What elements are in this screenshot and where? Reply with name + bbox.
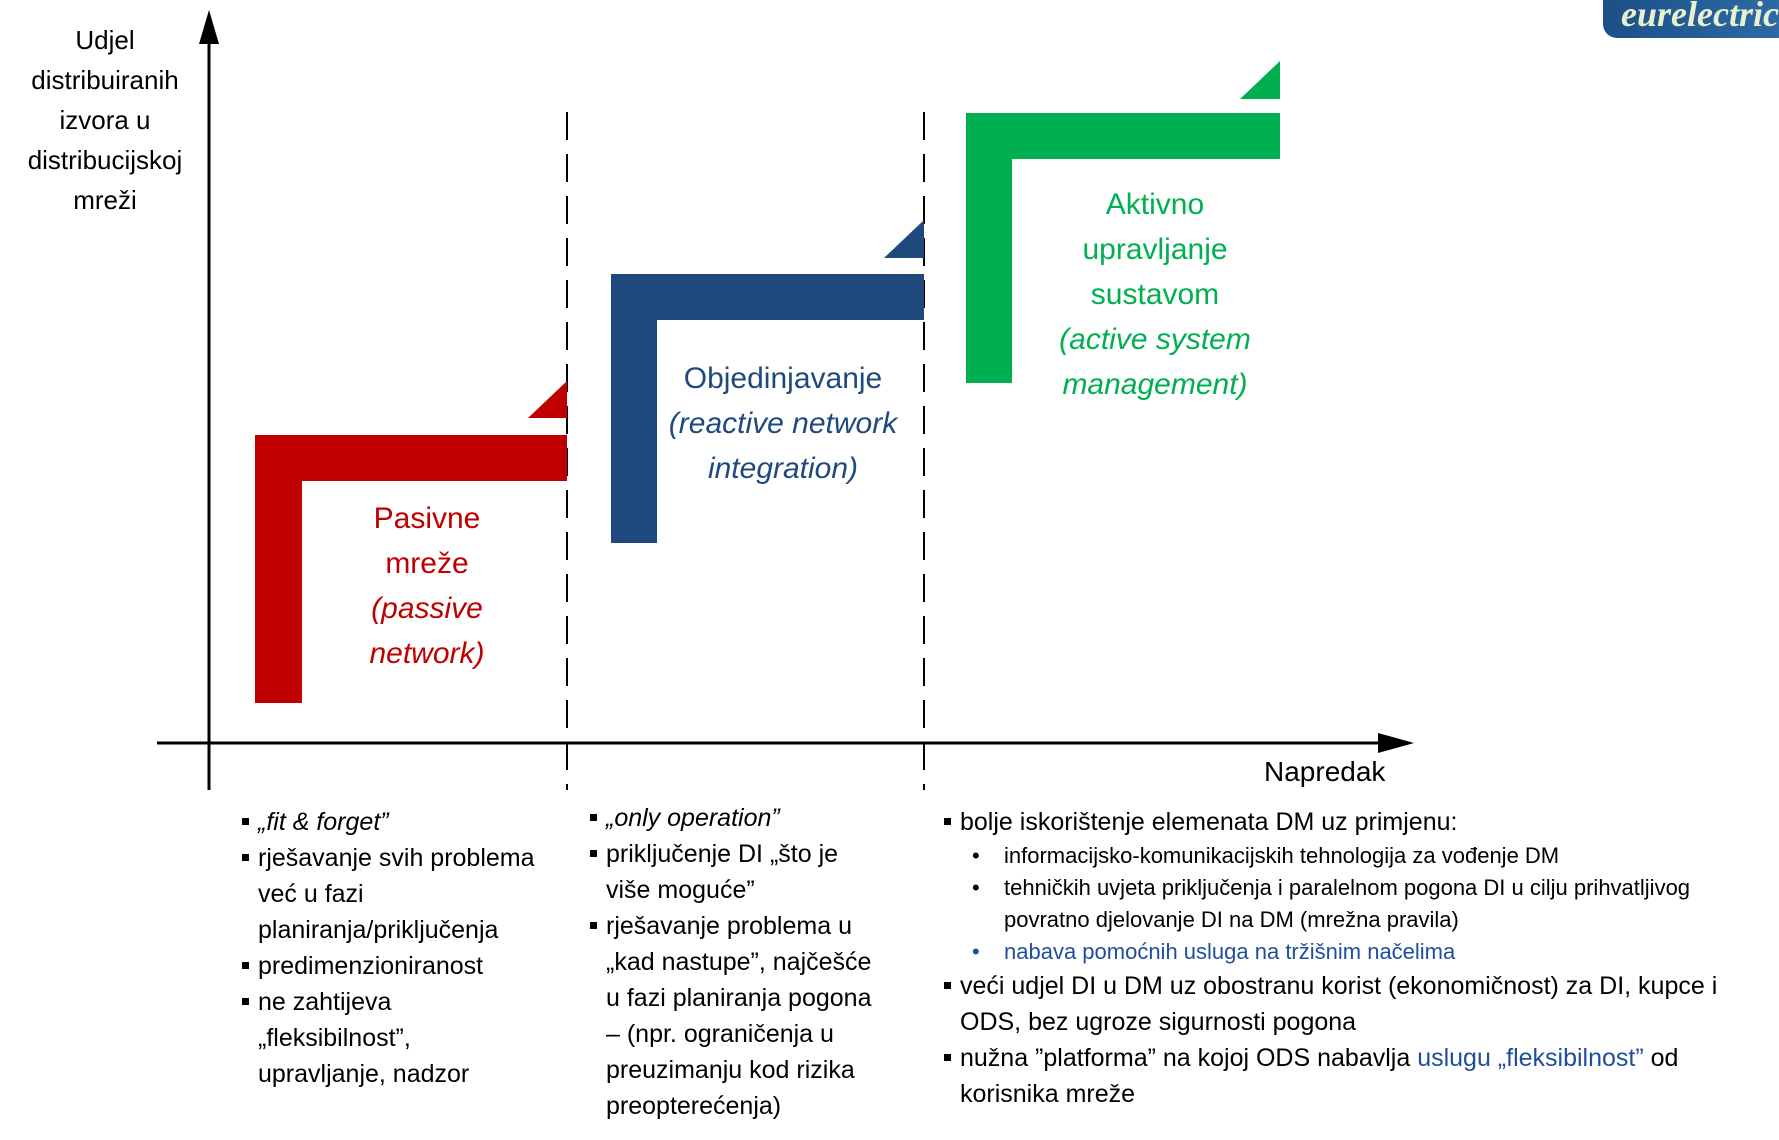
text-segment: od bbox=[1643, 1044, 1679, 1072]
list-item: predimenzioniranost bbox=[240, 948, 560, 984]
y-axis-label-line: mreži bbox=[73, 185, 137, 215]
reactive-stage-triangle bbox=[884, 220, 924, 258]
stage-name: Aktivno bbox=[1105, 188, 1205, 221]
stage-english-name: (active system bbox=[1059, 323, 1251, 356]
list-item-line: više moguće” bbox=[606, 876, 755, 904]
stage-english-name: (reactive network bbox=[668, 407, 898, 440]
stage-name: upravljanje bbox=[1082, 233, 1228, 266]
list-item-line: nužna ”platforma” na kojoj ODS nabavlja … bbox=[960, 1040, 1772, 1076]
stage-name: mreže bbox=[385, 547, 469, 580]
active-stage-label: Aktivno upravljanje sustavom (active sys… bbox=[1030, 182, 1280, 407]
reactive-column: „only operation” priključenje DI „što je… bbox=[588, 800, 908, 1124]
list-item: „fit & forget” bbox=[240, 804, 560, 840]
passive-stage-triangle bbox=[528, 381, 567, 418]
y-axis-label-line: distribuiranih bbox=[31, 65, 179, 95]
list-item-line: već u fazi bbox=[258, 880, 364, 908]
stage-name: sustavom bbox=[1090, 278, 1220, 311]
list-item-line: „fleksibilnost”, bbox=[258, 1024, 411, 1052]
reactive-stage-shape bbox=[611, 274, 924, 543]
stage-english-name: network) bbox=[369, 637, 485, 670]
list-item-line: preuzimanju kod rizika bbox=[606, 1056, 855, 1084]
y-axis-label-line: Udjel bbox=[75, 25, 135, 55]
y-axis-label: Udjel distribuiranih izvora u distribuci… bbox=[0, 20, 210, 220]
text-segment: nužna ”platforma” na kojoj ODS nabavlja bbox=[960, 1044, 1418, 1072]
list-item-line: bolje iskorištenje elemenata DM uz primj… bbox=[960, 808, 1458, 836]
list-item-line: ne zahtijeva bbox=[258, 988, 392, 1016]
active-stage-triangle bbox=[1240, 61, 1280, 99]
list-item-line: ODS, bez ugroze sigurnosti pogona bbox=[960, 1008, 1357, 1036]
list-item-line: – (npr. ograničenja u bbox=[606, 1020, 834, 1048]
highlighted-text: uslugu „fleksibilnost” bbox=[1417, 1044, 1644, 1072]
list-item: rješavanje problema u „kad nastupe”, naj… bbox=[588, 908, 908, 1124]
sub-list-item-line: tehničkih uvjeta priključenja i paraleln… bbox=[1004, 875, 1691, 900]
reactive-stage-label: Objedinjavanje (reactive network integra… bbox=[658, 356, 908, 491]
list-item-line: rješavanje problema u bbox=[606, 912, 852, 940]
y-axis-label-line: izvora u bbox=[59, 105, 151, 135]
passive-column: „fit & forget” rješavanje svih problema … bbox=[240, 804, 560, 1092]
list-item-line: korisnika mreže bbox=[960, 1080, 1136, 1108]
stage-english-name: management) bbox=[1062, 368, 1248, 401]
stage-english-name: integration) bbox=[707, 452, 859, 485]
stage-name: Pasivne bbox=[373, 502, 481, 535]
stage-name: Objedinjavanje bbox=[683, 362, 883, 395]
list-item: rješavanje svih problema već u fazi plan… bbox=[240, 840, 560, 948]
passive-stage-label: Pasivne mreže (passive network) bbox=[322, 496, 532, 676]
active-column: bolje iskorištenje elemenata DM uz primj… bbox=[942, 804, 1772, 1112]
list-item-line: preopterećenja) bbox=[606, 1092, 782, 1120]
list-item-line: veći udjel DI u DM uz obostranu korist (… bbox=[960, 972, 1718, 1000]
list-item: nužna ”platforma” na kojoj ODS nabavlja … bbox=[942, 1040, 1772, 1112]
list-item-line: planiranja/priključenja bbox=[258, 916, 499, 944]
logo-text: eurelectric bbox=[1621, 0, 1779, 34]
x-axis-label: Napredak bbox=[1264, 756, 1386, 787]
list-item: „only operation” bbox=[588, 800, 908, 836]
list-item: ne zahtijeva „fleksibilnost”, upravljanj… bbox=[240, 984, 560, 1092]
list-item: priključenje DI „što je više moguće” bbox=[588, 836, 908, 908]
stage-english-name: (passive bbox=[371, 592, 483, 625]
list-item-line: priključenje DI „što je bbox=[606, 840, 839, 868]
x-axis-arrowhead bbox=[1378, 733, 1414, 753]
sub-list: informacijsko-komunikacijskih tehnologij… bbox=[960, 840, 1772, 968]
list-item-line: upravljanje, nadzor bbox=[258, 1060, 470, 1088]
sub-list-item: nabava pomoćnih usluga na tržišnim načel… bbox=[960, 936, 1772, 968]
y-axis-label-line: distribucijskoj bbox=[27, 145, 183, 175]
list-item-line: u fazi planiranja pogona bbox=[606, 984, 872, 1012]
sub-list-item: tehničkih uvjeta priključenja i paraleln… bbox=[960, 872, 1772, 936]
sub-list-item-line: povratno djelovanje DI na DM (mrežna pra… bbox=[1004, 907, 1459, 932]
list-item: bolje iskorištenje elemenata DM uz primj… bbox=[942, 804, 1772, 968]
sub-list-item: informacijsko-komunikacijskih tehnologij… bbox=[960, 840, 1772, 872]
passive-stage-shape bbox=[255, 435, 567, 703]
list-item-line: „kad nastupe”, najčešće bbox=[606, 948, 872, 976]
list-item: veći udjel DI u DM uz obostranu korist (… bbox=[942, 968, 1772, 1040]
active-stage-shape bbox=[966, 113, 1280, 383]
list-item-line: rješavanje svih problema bbox=[258, 844, 535, 872]
y-axis-arrowhead bbox=[199, 10, 219, 44]
eurelectric-logo: eurelectric bbox=[1603, 0, 1779, 38]
